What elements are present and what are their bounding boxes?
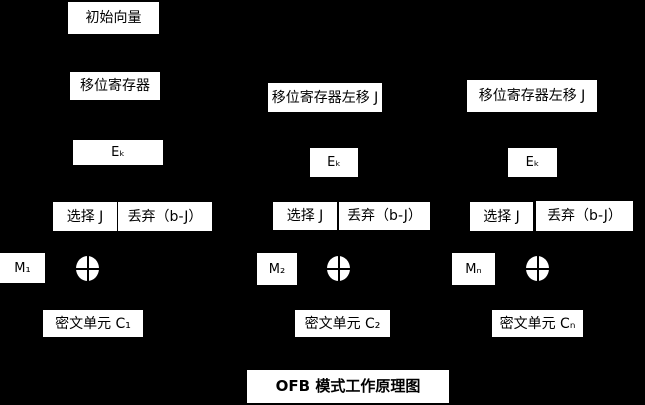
xor-icon [327, 256, 350, 281]
select-j-box-2: 选择 J [273, 202, 337, 230]
diagram-title: OFB 模式工作原理图 [247, 370, 449, 403]
ciphertext-box-1: 密文单元 C₁ [43, 310, 143, 337]
cipher-ek-box-1: Eₖ [73, 140, 163, 165]
discard-box-n: 丢弃（b-J） [536, 201, 633, 231]
initial-vector-box: 初始向量 [68, 2, 159, 34]
shift-register-box-2: 移位寄存器左移 J [268, 83, 382, 112]
xor-icon [76, 256, 99, 281]
shift-register-box-1: 移位寄存器 [70, 72, 160, 100]
xor-vertical-line [86, 256, 89, 281]
discard-box-2: 丢弃（b-J） [339, 202, 430, 230]
select-j-box-1: 选择 J [53, 202, 117, 231]
cipher-ek-box-2: Eₖ [310, 148, 358, 177]
xor-icon [526, 256, 549, 281]
select-j-box-n: 选择 J [470, 202, 533, 231]
shift-register-box-n: 移位寄存器左移 J [467, 80, 597, 112]
xor-vertical-line [536, 256, 539, 281]
ciphertext-box-2: 密文单元 C₂ [295, 310, 390, 337]
message-box-2: M₂ [257, 253, 297, 285]
cipher-ek-box-n: Eₖ [508, 148, 557, 177]
message-box-n: Mₙ [452, 253, 495, 285]
message-box-1: M₁ [0, 253, 45, 283]
ciphertext-box-n: 密文单元 Cₙ [492, 310, 583, 337]
xor-vertical-line [337, 256, 340, 281]
discard-box-1: 丢弃（b-J） [118, 202, 212, 231]
